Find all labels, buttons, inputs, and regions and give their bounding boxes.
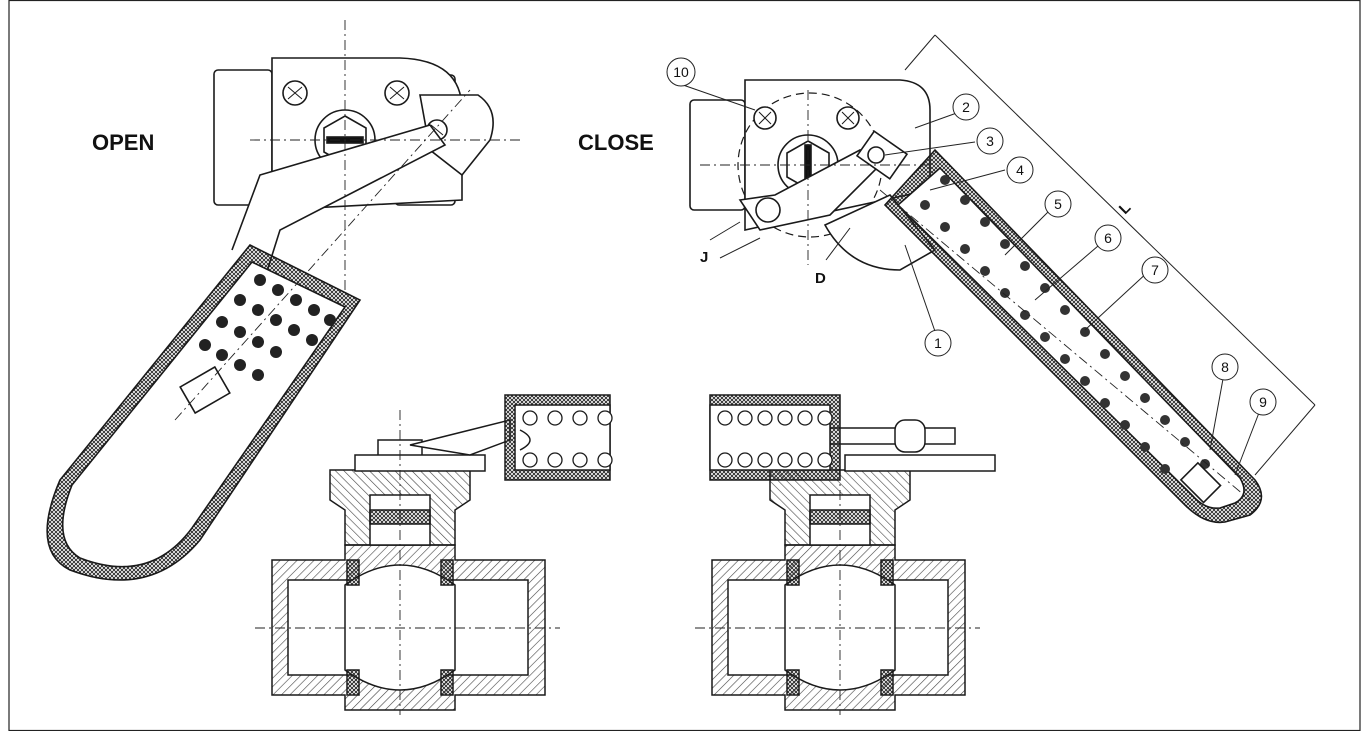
svg-text:8: 8 — [1221, 359, 1229, 375]
callout-8: 8 — [1211, 353, 1239, 381]
callout-1: 1 — [924, 329, 952, 357]
callout-6: 6 — [1094, 224, 1122, 252]
svg-text:3: 3 — [986, 133, 994, 149]
svg-text:7: 7 — [1151, 262, 1159, 278]
svg-text:1: 1 — [934, 335, 942, 351]
open-label: OPEN — [92, 130, 154, 155]
svg-text:6: 6 — [1104, 230, 1112, 246]
callout-4: 4 — [1006, 156, 1034, 184]
close-label: CLOSE — [578, 130, 654, 155]
open-top-view — [46, 57, 494, 581]
svg-text:4: 4 — [1016, 162, 1024, 178]
dimension-j-label: J — [700, 249, 708, 266]
svg-text:9: 9 — [1259, 394, 1267, 410]
dimension-l-label: L — [1116, 199, 1135, 218]
callout-leaders — [682, 84, 1263, 476]
callout-7: 7 — [1141, 256, 1169, 284]
open-section-centerlines — [255, 410, 560, 715]
callout-10: 10 — [666, 57, 696, 87]
open-section-view — [271, 394, 613, 711]
svg-text:5: 5 — [1054, 196, 1062, 212]
svg-text:2: 2 — [962, 99, 970, 115]
dimension-j-d — [709, 221, 851, 261]
dimension-d-label: D — [815, 270, 826, 287]
dimension-l — [904, 34, 1316, 476]
callout-3: 3 — [976, 127, 1004, 155]
svg-text:10: 10 — [673, 64, 689, 80]
close-centerlines — [700, 90, 1251, 501]
callout-2: 2 — [952, 93, 980, 121]
open-centerlines — [174, 20, 520, 421]
close-section-view — [709, 394, 996, 711]
callout-9: 9 — [1249, 388, 1277, 416]
callout-5: 5 — [1044, 190, 1072, 218]
close-section-centerlines — [695, 410, 980, 715]
close-top-view — [689, 79, 1263, 524]
